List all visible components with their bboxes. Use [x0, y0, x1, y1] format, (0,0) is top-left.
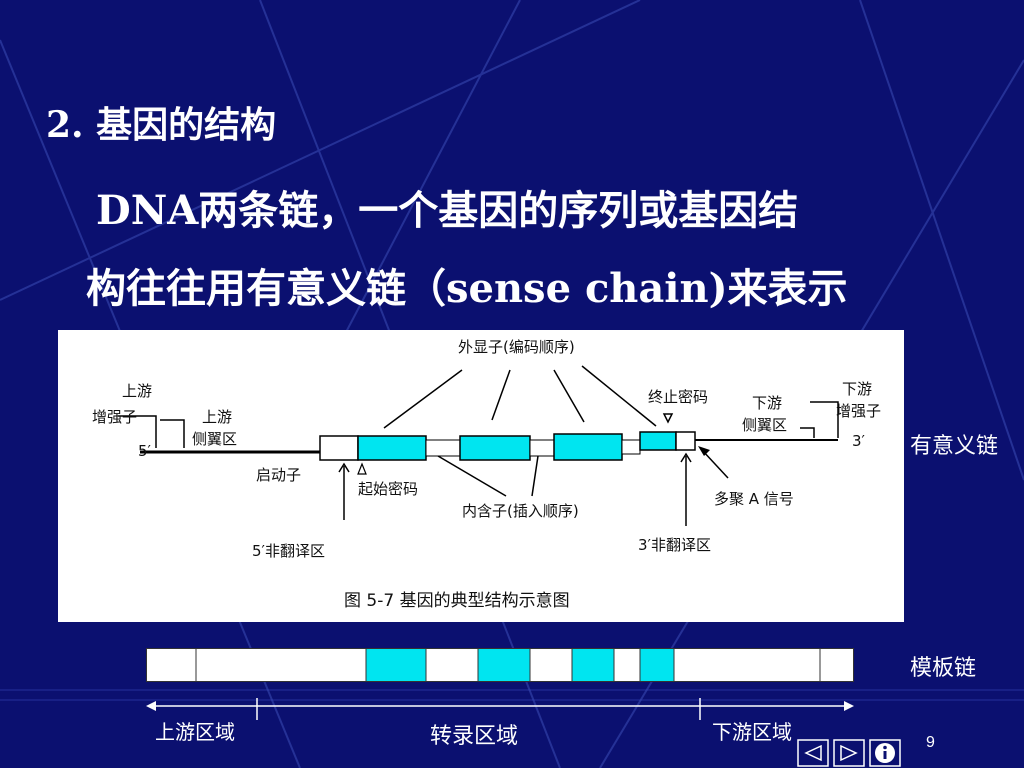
template-exon-3 [571, 648, 615, 682]
template-exon-2 [477, 648, 531, 682]
slide-body-line-1: DNA两条链，一个基因的序列或基因结 [96, 187, 799, 234]
label-down-enhancer-1: 下游 [842, 380, 872, 398]
slide-navigation [797, 739, 901, 767]
gene-structure-figure: 外显子(编码顺序) 终止密码 上游 增强子 上游 侧翼区 下游 侧翼区 下游 增… [58, 330, 904, 622]
slide-heading: 2. 基因的结构 [46, 104, 277, 146]
slide-body-line-2: 构往往用有意义链（sense chain)来表示 [86, 265, 848, 312]
exon-1 [357, 435, 427, 461]
label-down-flank-1: 下游 [752, 394, 782, 412]
sense-strand-label: 有意义链 [910, 434, 999, 459]
label-up-flank-1: 上游 [202, 408, 232, 426]
label-promoter: 启动子 [256, 466, 301, 484]
next-icon[interactable] [833, 739, 865, 767]
label-start-codon: 起始密码 [358, 480, 418, 498]
label-utr5: 5′非翻译区 [252, 542, 325, 560]
template-strand-label: 模板链 [910, 656, 977, 681]
utr3-box [675, 431, 696, 451]
label-utr3: 3′非翻译区 [638, 536, 711, 554]
figure-caption: 图 5-7 基因的典型结构示意图 [344, 591, 570, 611]
label-up-enhancer-1: 上游 [122, 382, 152, 400]
label-up-enhancer-2: 增强子 [92, 408, 137, 426]
utr5-box [319, 435, 359, 461]
template-exon-1 [365, 648, 427, 682]
label-down-enhancer-2: 增强子 [836, 402, 881, 420]
label-exon: 外显子(编码顺序) [458, 338, 575, 356]
transcribed-region-label: 转录区域 [430, 724, 519, 749]
exon-3 [553, 433, 623, 461]
template-strand-bar [146, 648, 854, 682]
prev-icon[interactable] [797, 739, 829, 767]
info-icon[interactable] [869, 739, 901, 767]
label-intron: 内含子(插入顺序) [462, 502, 579, 520]
label-poly-a: 多聚 A 信号 [714, 490, 794, 508]
label-stop-codon: 终止密码 [648, 388, 708, 406]
page-number: 9 [926, 734, 935, 751]
label-up-flank-2: 侧翼区 [192, 430, 237, 448]
label-5-prime: 5′ [138, 442, 152, 460]
label-3-prime: 3′ [852, 432, 866, 450]
label-down-flank-2: 侧翼区 [742, 416, 787, 434]
upstream-region-label: 上游区域 [155, 720, 235, 744]
downstream-region-label: 下游区域 [712, 720, 792, 744]
